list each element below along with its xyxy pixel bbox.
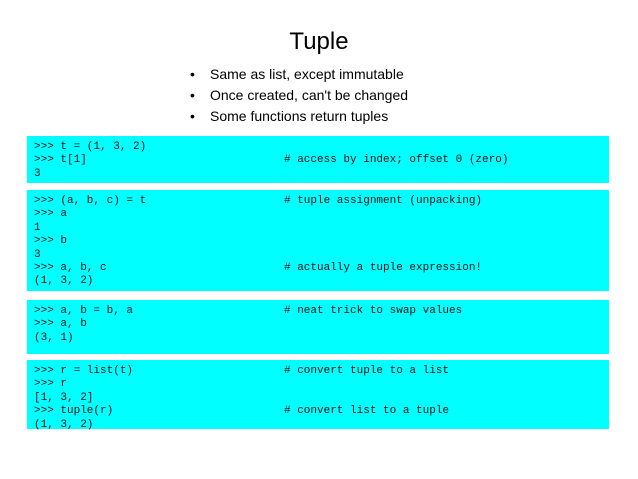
code-line: 3	[34, 249, 609, 262]
code-block-unpacking: >>> (a, b, c) = t # tuple assignment (unp…	[27, 190, 609, 291]
bullet-dot: •	[190, 66, 195, 82]
bullet-text: Same as list, except immutable	[210, 66, 404, 82]
code-line: >>> r = list(t) # convert tuple to a list	[34, 365, 609, 378]
bullet-text: Some functions return tuples	[210, 108, 389, 124]
code-block-conversion: >>> r = list(t) # convert tuple to a list…	[27, 360, 609, 432]
code-line: 3	[34, 168, 609, 181]
code-line: >>> a, b, c # actually a tuple expression…	[34, 262, 609, 275]
code-text: >>> t = (1, 3, 2)	[34, 141, 147, 153]
code-text: (1, 3, 2)	[34, 418, 94, 431]
code-block-indexing: >>> t = (1, 3, 2) >>> t[1] # access by in…	[27, 136, 609, 183]
code-comment: # tuple assignment (unpacking)	[284, 195, 483, 207]
slide-title: Tuple	[289, 28, 349, 55]
code-line: >>> tuple(r) # convert list to a tuple	[34, 405, 609, 418]
code-text: (1, 3, 2)	[34, 275, 94, 288]
code-line: >>> a, b	[34, 318, 609, 331]
code-text: >>> a, b	[34, 318, 87, 331]
code-line: >>> t = (1, 3, 2)	[34, 141, 609, 154]
code-text: >>> tuple(r)	[34, 405, 114, 418]
bullet-item: • Same as list, except immutable	[190, 64, 408, 85]
code-text: >>> t[1]	[34, 154, 87, 167]
bullet-list: • Same as list, except immutable • Once cr…	[190, 64, 408, 127]
code-text: [1, 3, 2]	[34, 391, 94, 404]
code-line: (1, 3, 2)	[34, 275, 609, 288]
code-block-swap: >>> a, b = b, a # neat trick to swap valu…	[27, 300, 609, 354]
code-line: >>> r	[34, 378, 609, 391]
bullet-dot: •	[190, 87, 195, 103]
code-line: (1, 3, 2)	[34, 419, 609, 432]
code-comment: # convert tuple to a list	[284, 365, 450, 377]
bullet-dot: •	[190, 108, 195, 124]
code-text: >>> a, b, c	[34, 261, 107, 274]
code-text: 1	[34, 221, 41, 234]
code-line: >>> (a, b, c) = t # tuple assignment (unp…	[34, 195, 609, 208]
code-text: >>> b	[34, 235, 68, 248]
code-text: >>> a, b = b, a	[34, 305, 134, 317]
code-line: (3, 1)	[34, 332, 609, 345]
code-comment: # neat trick to swap values	[284, 305, 463, 317]
bullet-item: • Some functions return tuples	[190, 106, 408, 127]
code-line: >>> t[1] # access by index; offset 0 (zer…	[34, 154, 609, 167]
code-line: [1, 3, 2]	[34, 392, 609, 405]
code-comment: # convert list to a tuple	[284, 405, 450, 418]
code-comment: # access by index; offset 0 (zero)	[284, 154, 509, 167]
code-text: 3	[34, 167, 41, 180]
code-text: >>> a	[34, 208, 68, 221]
code-line: >>> b	[34, 235, 609, 248]
code-line: >>> a	[34, 208, 609, 221]
code-line: 1	[34, 222, 609, 235]
code-text: >>> (a, b, c) = t	[34, 195, 147, 207]
code-text: >>> r	[34, 378, 68, 391]
code-line: >>> a, b = b, a # neat trick to swap valu…	[34, 305, 609, 318]
bullet-item: • Once created, can't be changed	[190, 85, 408, 106]
code-text: 3	[34, 248, 41, 261]
code-text: (3, 1)	[34, 331, 74, 344]
code-text: >>> r = list(t)	[34, 365, 134, 377]
code-comment: # actually a tuple expression!	[284, 261, 483, 274]
bullet-text: Once created, can't be changed	[210, 87, 409, 103]
